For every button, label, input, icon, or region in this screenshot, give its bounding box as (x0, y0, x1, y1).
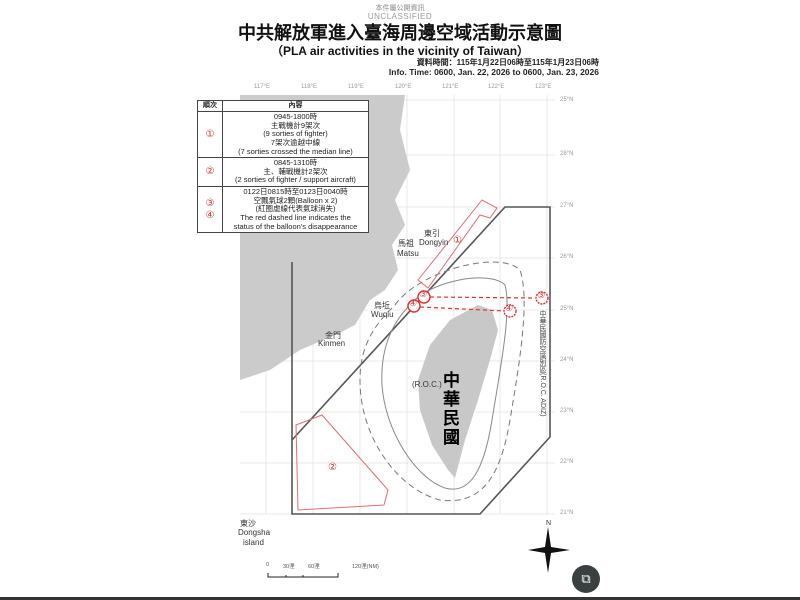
marker-3: ③ (419, 289, 428, 299)
title-en: （PLA air activities in the vicinity of T… (270, 44, 530, 58)
scale-label: 30浬 (283, 564, 295, 570)
row-line: (2 sorties of fighter / support aircraft… (235, 175, 356, 185)
lat-label: 27°N (560, 203, 574, 209)
bottom-bar (0, 597, 800, 600)
matsu-zh: 馬祖 (398, 239, 414, 248)
activity-zone-2 (295, 414, 389, 511)
balloon-3-track (429, 296, 536, 299)
lat-label: 26°N (560, 254, 574, 260)
classification-zh: 本件屬公開資訊 (375, 5, 425, 12)
balloon-4-track (419, 306, 506, 312)
row-line: 0122日0815時至0123日0040時 (243, 187, 348, 197)
adiz-boundary (291, 206, 551, 515)
lat-label: 21°N (560, 510, 574, 516)
header-seq: 順次 (197, 99, 223, 113)
marker-1: ① (453, 235, 462, 246)
header-content: 內容 (222, 99, 369, 113)
wuqiu-zh: 烏坵 (374, 301, 390, 310)
title-zh: 中共解放軍進入臺海周邊空域活動示意圖 (238, 23, 562, 44)
zone-inner (381, 277, 508, 490)
legend-table: 順次內容 ① 0945-1800時主戰機計9架次(9 sorties of fi… (197, 99, 369, 234)
lon-label: 123°E (535, 84, 552, 90)
row-line: (紅圈虛線代表氣球消失) (255, 204, 336, 214)
lon-label: 121°E (442, 84, 459, 90)
row-line: status of the balloon's disappearance (233, 221, 358, 231)
row-line: 主戰機計9架次 (270, 120, 321, 130)
lon-label: 118°E (301, 84, 317, 90)
lat-label: 22°N (560, 459, 574, 465)
marker-4-end: ④ (505, 303, 514, 313)
row-number: ③ ④ (197, 186, 223, 234)
activity-zone-1 (417, 199, 498, 289)
kinmen-en: Kinmen (318, 339, 346, 348)
scale-bar (267, 573, 339, 578)
classification-en: UNCLASSIFIED (367, 12, 433, 21)
lon-label: 117°E (254, 84, 270, 90)
compass-rose (528, 527, 570, 573)
kinmen-zh: 金門 (325, 331, 341, 340)
marker-3-end: ③ (537, 290, 546, 300)
lat-label: 24°N (560, 357, 574, 363)
matsu-en: Matsu (397, 249, 419, 258)
north-label: N (546, 520, 552, 527)
row-number: ① (197, 111, 223, 159)
row-line: 0945-1800時 (273, 112, 318, 122)
taiwan-island (418, 305, 498, 478)
taiwan-label-en: (R.O.C.) (412, 380, 442, 389)
row-line: (9 sorties of fighter) (263, 129, 328, 139)
lon-label: 120°E (395, 84, 412, 90)
zone-outer-dashed (359, 261, 525, 502)
table-row: ② 0845-1310時主、輔戰機計2架次(2 sorties of fight… (197, 157, 369, 188)
dongyin-zh: 東引 (424, 229, 440, 238)
image-search-icon[interactable]: ⧉ (572, 565, 600, 593)
row-line: 主、輔戰機計2架次 (263, 166, 328, 176)
wuqiu-en: Wuqiu (371, 310, 394, 319)
lat-label: 23°N (560, 408, 574, 414)
lat-label: 25°N (560, 306, 574, 312)
dongsha-en: island (243, 538, 264, 547)
lon-label: 122°E (488, 84, 505, 90)
scale-label: 60浬 (308, 564, 320, 570)
info-time-en: Info. Time: 0600, Jan. 22, 2026 to 0600,… (388, 67, 599, 77)
dongyin-en: Dongyin (419, 238, 449, 247)
adiz-label: 中華民國防空識別區(R.O.C. ADIZ) (539, 310, 546, 417)
marker-2: ② (328, 462, 337, 473)
row-line: (7 sorties crossed the median line) (238, 146, 353, 156)
dongsha-zh: 東沙 (240, 519, 256, 528)
marker-4: ④ (409, 298, 418, 308)
table-row: ① 0945-1800時主戰機計9架次(9 sorties of fighter… (197, 111, 369, 159)
lat-label: 28°N (560, 151, 574, 157)
row-number: ② (197, 157, 223, 188)
info-time-zh: 資料時間：115年1月22日06時至115年1月23日06時 (416, 58, 599, 67)
table-row: ③ ④ 0122日0815時至0123日0040時空飄氣球2顆(Balloon … (197, 186, 369, 234)
scale-label: 120浬(NM) (352, 564, 379, 570)
lon-label: 119°E (348, 84, 364, 90)
dongsha-en: Dongsha (238, 528, 271, 537)
row-line: 空飄氣球2顆(Balloon x 2) (253, 195, 338, 205)
row-line: 0845-1310時 (273, 158, 318, 168)
scale-label: 0 (266, 562, 270, 568)
taiwan-label-zh: 中華民國 (443, 371, 460, 448)
lat-label: 25°N (560, 97, 574, 103)
row-line: 7架次逾越中線 (270, 137, 321, 147)
row-line: The red dashed line indicates the (240, 212, 351, 222)
